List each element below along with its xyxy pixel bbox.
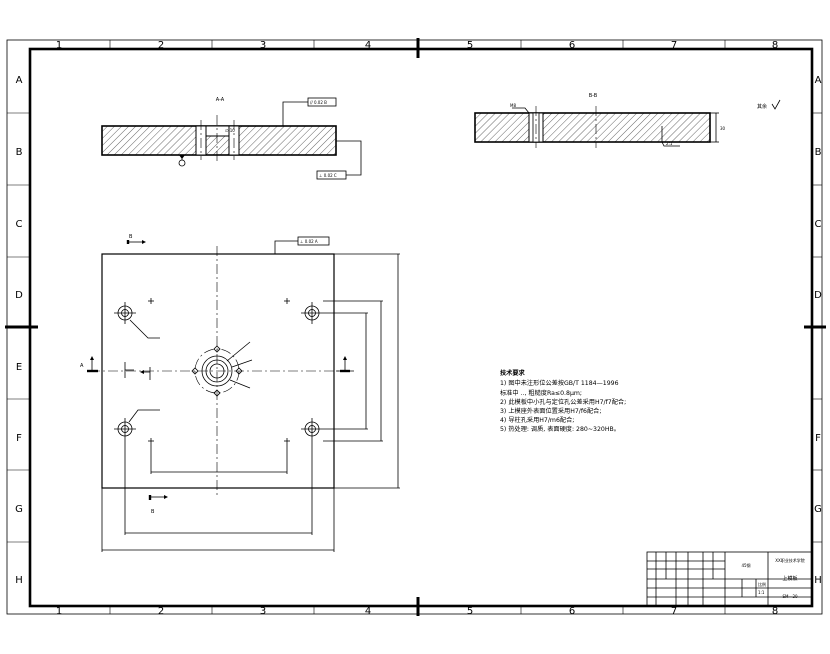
section-view-a-a: A-A ∅ 10 // 0.02 B ⊥ 0.02 C [101, 97, 362, 180]
row-label-e: E [16, 362, 22, 373]
marker-b-top: B [129, 234, 133, 240]
svg-text:2:1: 2:1 [666, 141, 673, 146]
col-label-1: 1 [56, 40, 62, 51]
central-bore [191, 341, 253, 397]
col-label-7: 7 [671, 40, 677, 51]
row-label-a: A [16, 75, 23, 86]
zone-ticks [7, 40, 822, 614]
col-label-8: 8 [772, 40, 778, 51]
plan-view: ⊥ 0.02 A B B A [80, 234, 400, 552]
col-label-6: 6 [569, 40, 575, 51]
scale-label: 比例 [758, 581, 766, 587]
row-label-c-right: C [815, 219, 822, 230]
row-label-h-right: H [814, 575, 822, 586]
tech-req-line-3: 2) 此模板中小孔与定位孔公差采用H7/f7配合; [500, 398, 626, 406]
row-label-d: D [15, 290, 23, 301]
row-label-a-right: A [815, 75, 822, 86]
tech-req-line-6: 5) 热处理: 调质, 表面硬度: 280~320HB。 [500, 425, 620, 433]
tech-req-line-1: 1) 图中未注形位公差按GB/T 1184—1996 [500, 379, 619, 387]
row-label-b: B [16, 147, 23, 158]
col-label-5: 5 [467, 40, 473, 51]
row-label-d-right: D [814, 290, 822, 301]
row-label-g: G [15, 504, 23, 515]
col-label-5-bottom: 5 [467, 606, 473, 617]
tech-req-line-2: 标准中 .., 粗糙度Ra≤0.8μm; [500, 389, 582, 397]
column-labels: 1 2 3 4 5 6 7 8 1 2 3 4 5 6 7 8 [56, 40, 778, 617]
col-label-6-bottom: 6 [569, 606, 575, 617]
col-label-3-bottom: 3 [260, 606, 266, 617]
row-label-b-right: B [815, 147, 822, 158]
row-label-g-right: G [814, 504, 822, 515]
company-name: XX职业技术学院 [775, 557, 804, 563]
tolerance-top: // 0.02 B [310, 100, 327, 105]
centering-marks [5, 38, 826, 616]
section-a-title: A-A [216, 97, 225, 103]
title-block: 45钢 XX职业技术学院 上模板 SM—20 比例 1:1 [646, 551, 813, 607]
material: 45钢 [741, 562, 750, 568]
col-label-1-bottom: 1 [56, 606, 62, 617]
col-label-4-bottom: 4 [365, 606, 371, 617]
col-label-7-bottom: 7 [671, 606, 677, 617]
tech-req-title: 技术要求 [500, 369, 526, 377]
col-label-3: 3 [260, 40, 266, 51]
tolerance-bottom: ⊥ 0.02 C [319, 173, 337, 178]
row-label-f-right: F [815, 433, 821, 444]
row-label-h: H [15, 575, 23, 586]
drawing-number: SM—20 [782, 594, 798, 599]
surface-roughness-note: 其余 [757, 99, 781, 110]
guide-holes [114, 302, 323, 440]
col-label-2-bottom: 2 [158, 606, 164, 617]
section-markers: B B A [80, 234, 350, 515]
roughness-label: 其余 [757, 103, 767, 110]
svg-text:∅ 10: ∅ 10 [225, 128, 235, 133]
svg-text:M8: M8 [510, 103, 516, 108]
col-label-2: 2 [158, 40, 164, 51]
tech-req-line-4: 3) 上模座外表面位置采用H7/f6配合; [500, 407, 601, 415]
col-label-8-bottom: 8 [772, 606, 778, 617]
scale-value: 1:1 [758, 590, 765, 595]
section-b-title: B-B [589, 93, 598, 99]
section-view-b-b: B-B 2:1 M8 30 [474, 93, 726, 148]
tolerance-plan: ⊥ 0.02 A [300, 239, 318, 244]
tech-req-line-5: 4) 导柱孔采用H7/m6配合; [500, 416, 574, 424]
technical-requirements: 技术要求 1) 图中未注形位公差按GB/T 1184—1996 标准中 .., … [500, 369, 626, 433]
col-label-4: 4 [365, 40, 371, 51]
marker-a-left: A [80, 363, 84, 369]
marker-b-bottom: B [151, 509, 155, 515]
row-labels: A B C D E F G H A B C D F G H [15, 75, 822, 586]
row-label-c: C [16, 219, 23, 230]
row-label-f: F [16, 433, 22, 444]
part-name: 上模板 [782, 575, 797, 582]
svg-text:30: 30 [720, 126, 726, 131]
